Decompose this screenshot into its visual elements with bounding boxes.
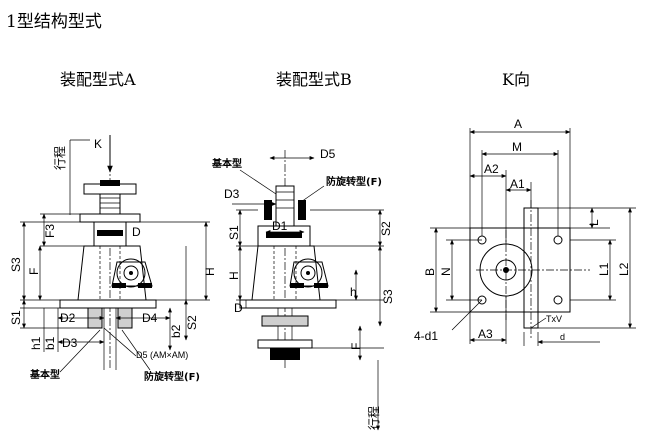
dim-b-h-small: h [350, 285, 357, 299]
dim-k-4-d1: 4-d1 [414, 329, 438, 343]
dim-a-b2: b2 [169, 324, 183, 338]
svg-text:行程: 行程 [366, 406, 381, 430]
dim-k-l2: L2 [617, 262, 631, 276]
dim-k-a: A [514, 117, 522, 131]
view-b-drawing: D5 基本型 防旋转型(F) [211, 147, 395, 431]
dim-b-d1: D1 [272, 219, 288, 233]
dim-k-m: M [512, 140, 522, 154]
label-anti-rotation-b: 防旋转型(F) [326, 175, 382, 188]
dim-a-d: D [132, 225, 141, 239]
dim-b-d5: D5 [320, 147, 336, 161]
dim-b-s1: S1 [227, 225, 241, 240]
dim-b-s3: S3 [381, 289, 395, 304]
dim-k-txv: TxV [546, 314, 562, 324]
dim-k-l: L [587, 219, 601, 226]
dim-k-d: d [560, 332, 565, 342]
dim-a-h1: h1 [29, 336, 43, 350]
dim-a-s3: S3 [9, 257, 23, 272]
dim-k-l1: L1 [597, 262, 611, 276]
travel-label-b: 行程 [366, 406, 381, 430]
dim-b-d: D [234, 301, 243, 315]
svg-text:行程: 行程 [52, 146, 67, 170]
dim-k-a3: A3 [478, 327, 493, 341]
dim-a-h: H [203, 267, 217, 276]
dim-b-d3: D3 [224, 187, 240, 201]
dim-k-a2: A2 [484, 162, 499, 176]
label-anti-rotation-a: 防旋转型(F) [144, 370, 200, 383]
dim-a-d4: D4 [142, 311, 158, 325]
page-title: 1型结构型式 [6, 12, 102, 32]
label-base-model-b: 基本型 [211, 157, 242, 170]
dim-a-f3: F3 [43, 224, 57, 238]
dim-a-b1: b1 [43, 336, 57, 350]
view-k-drawing: A M A2 A1 L L1 L2 B N 4-d1 [414, 117, 636, 346]
dim-a-s2: S2 [185, 315, 199, 330]
dim-a-d3: D3 [62, 336, 78, 350]
dim-a-s1: S1 [9, 310, 23, 325]
dim-a-d5: D5 (AM×AM) [136, 350, 188, 360]
view-b-title: 装配型式B [276, 70, 352, 89]
view-a-drawing: K 行程 [9, 135, 217, 383]
dim-b-s2: S2 [379, 221, 393, 236]
view-a-title: 装配型式A [60, 70, 136, 89]
label-base-model-a: 基本型 [29, 368, 60, 381]
dim-b-f: F [349, 343, 363, 350]
dim-k-b: B [423, 268, 437, 276]
dim-a-f: F [27, 268, 41, 275]
dim-a-d2: D2 [60, 311, 76, 325]
travel-label-a: 行程 [52, 146, 67, 170]
dim-b-h: H [227, 271, 241, 280]
dim-k-n: N [439, 267, 453, 276]
view-k-title: K向 [502, 70, 530, 89]
dim-k-a1: A1 [510, 177, 525, 191]
k-arrow-label: K [94, 137, 102, 151]
